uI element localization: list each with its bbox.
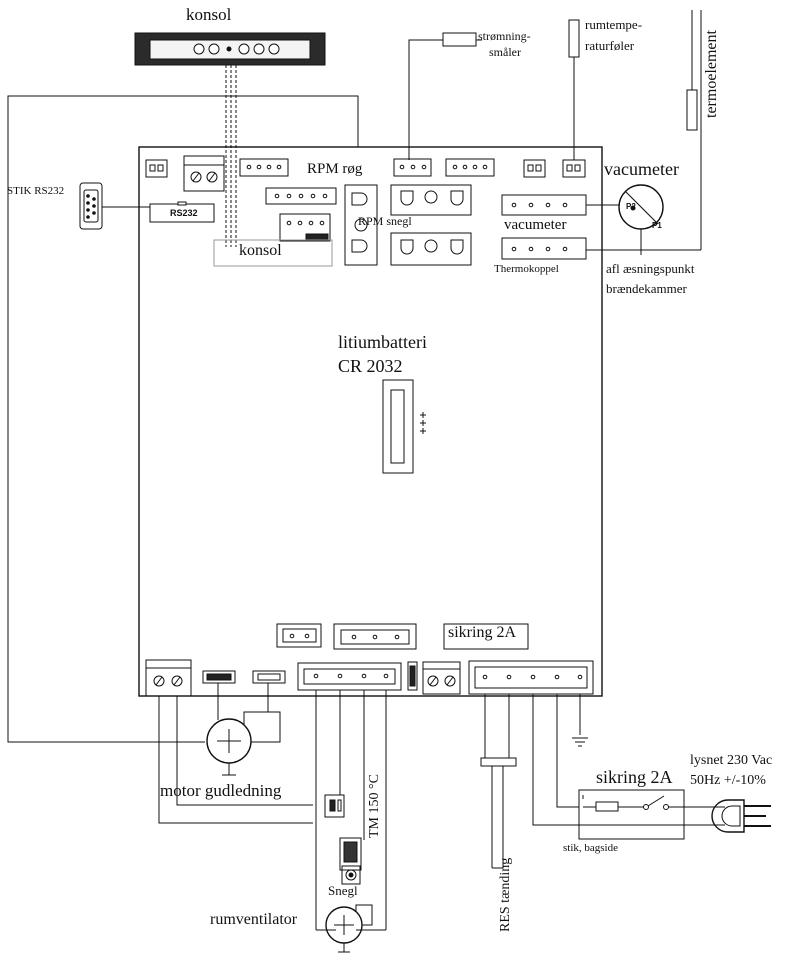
connector-4pin-console — [279, 213, 331, 242]
label-flow-meter-line1: strømning- — [478, 29, 531, 43]
label-thermo-element: termoelement — [703, 30, 720, 118]
label-rpm-smoke: RPM røg — [307, 161, 363, 177]
label-mains-line2: 50Hz +/-10% — [690, 773, 766, 788]
label-konsol-connector: konsol — [239, 242, 282, 259]
konsol-connector — [213, 239, 333, 267]
jumper-vertical — [407, 661, 418, 691]
mains-wiring — [532, 694, 588, 826]
label-battery-line1: litiumbatteri — [338, 332, 427, 352]
screw-terminal-bottom-mid — [422, 661, 461, 695]
label-auger: Snegl — [328, 883, 358, 898]
label-res-igniter: RES tænding — [498, 857, 513, 932]
thermo-element — [586, 10, 702, 251]
controller-board — [138, 146, 603, 697]
connector-5pin-bottom — [297, 662, 402, 691]
fuse-switch-box — [578, 789, 725, 840]
connector-5pin — [265, 187, 337, 205]
battery-holder — [382, 379, 426, 474]
label-rpm-auger: RPM snegl — [358, 214, 412, 228]
tm150-thermostat — [324, 794, 345, 818]
connector-3pin-bottom — [333, 623, 417, 650]
connector-2pin-bottom-a — [276, 623, 322, 648]
label-vacumeter-connector: vacumeter — [504, 217, 567, 233]
label-vacumeter-title: vacumeter — [604, 159, 679, 179]
label-rear-socket: stik, bagside — [563, 842, 618, 854]
label-fuse-switch: sikring 2A — [596, 767, 673, 787]
label-p2: P2 — [626, 202, 636, 211]
label-rs232-header: RS232 — [170, 208, 198, 218]
power-connector-bottom — [468, 660, 594, 695]
label-room-fan: rumventilator — [210, 911, 298, 928]
fan-header-a — [202, 670, 236, 684]
connector-3pin-flow — [393, 158, 432, 177]
motor-wires — [158, 683, 313, 824]
vacumeter-connector — [501, 194, 620, 216]
label-tm150: TM 150 °C — [367, 774, 382, 838]
vacumeter-gauge — [618, 184, 664, 255]
connector-4pin-top-right — [445, 158, 495, 177]
label-battery-line2: CR 2032 — [338, 356, 403, 376]
rpm-smoke-connector — [344, 184, 378, 266]
label-mains-line1: lysnet 230 Vac — [690, 753, 773, 768]
rpm-auger-connector-top — [390, 184, 472, 216]
mains-plug — [711, 799, 771, 833]
screw-terminal-bottom-left — [145, 659, 192, 697]
room-temp-sensor — [568, 19, 580, 160]
rpm-auger-connector-bottom — [390, 232, 472, 266]
fuse-board-label-box — [443, 623, 529, 650]
exhaust-motor — [206, 711, 281, 776]
auger-motor — [339, 837, 362, 885]
room-fan — [325, 904, 373, 953]
label-room-temp-line1: rumtempe- — [585, 17, 643, 32]
rs232-motor-wire — [7, 95, 359, 743]
label-konsol-device: konsol — [186, 5, 232, 24]
label-flow-meter-line2: småler — [489, 45, 521, 59]
console-cable — [225, 65, 237, 247]
screw-terminal-top — [183, 155, 225, 192]
thermokoppel-connector — [501, 237, 587, 260]
flow-meter-sensor — [408, 32, 482, 160]
auger-fan-wires — [315, 690, 387, 931]
label-motor: motor gudledning — [160, 781, 282, 800]
terminal-2pin-top-left — [145, 159, 168, 178]
terminal-2pin-right-a — [523, 159, 546, 178]
rs232-db9-connector — [79, 182, 150, 230]
console-device — [134, 32, 326, 66]
label-reading-point-line2: brændekammer — [606, 281, 687, 296]
terminal-2pin-right-b — [562, 159, 586, 178]
label-fuse-board: sikring 2A — [448, 624, 516, 641]
label-stik-rs232: STIK RS232 — [7, 185, 65, 197]
label-p1: P1 — [652, 221, 662, 230]
res-igniter — [480, 694, 517, 869]
label-thermokoppel: Thermokoppel — [494, 263, 559, 275]
label-reading-point-line1: afl æsningspunkt — [606, 261, 695, 276]
fan-header-b — [252, 670, 286, 684]
label-room-temp-line2: raturføler — [585, 38, 635, 53]
connector-4pin-top — [239, 158, 289, 177]
